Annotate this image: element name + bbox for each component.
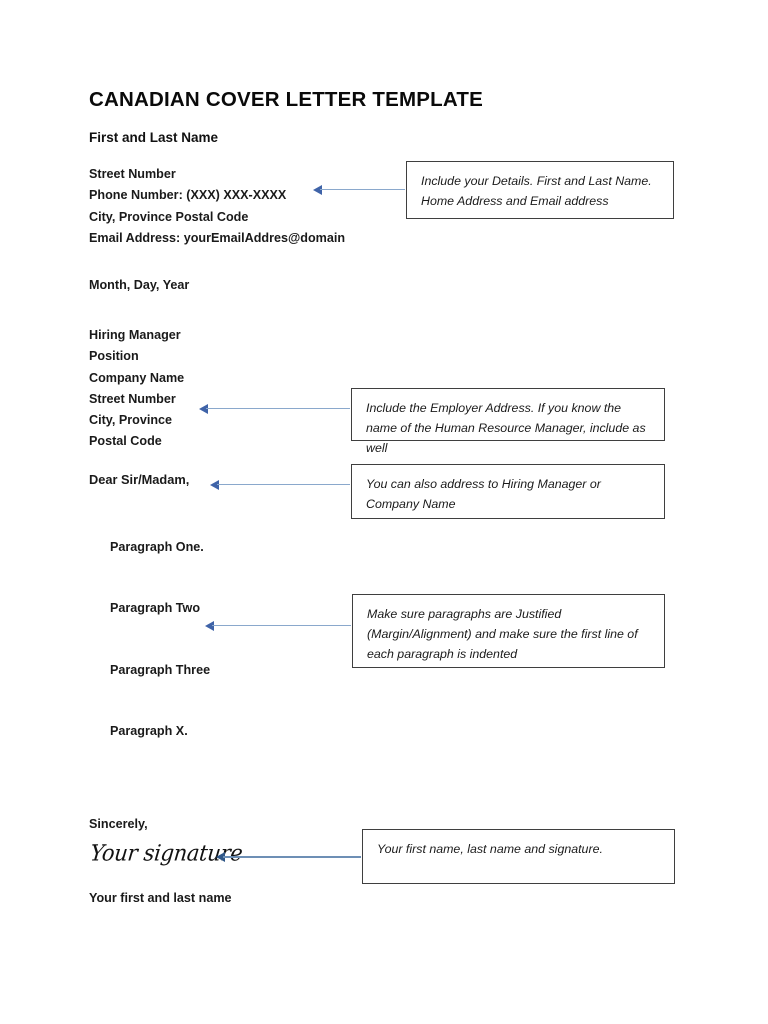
recipient-city-province: City, Province: [89, 413, 173, 428]
sender-address-block: Street Number Phone Number: (XXX) XXX-XX…: [89, 164, 345, 249]
salutation: Dear Sir/Madam,: [89, 472, 189, 487]
arrow-head-paragraphs: [205, 620, 214, 631]
applicant-name-line: First and Last Name: [89, 130, 219, 145]
sender-phone: Phone Number: (XXX) XXX-XXXX: [89, 188, 287, 203]
recipient-company: Company Name: [89, 370, 185, 385]
letter-date: Month, Day, Year: [89, 275, 189, 296]
body-paragraph-one: Paragraph One.: [110, 540, 204, 554]
signer-name-line: Your first and last name: [89, 891, 232, 905]
arrow-left-icon-salutation: [210, 479, 350, 490]
callout-box-paragraphs: Make sure paragraphs are Justified (Marg…: [352, 594, 665, 668]
sender-email: Email Address: yourEmailAddres@domain: [89, 230, 346, 245]
arrow-left-icon-paragraphs: [205, 620, 351, 631]
recipient-position: Position: [89, 349, 139, 364]
recipient-postal-code: Postal Code: [89, 434, 162, 449]
arrow-head-salutation: [210, 479, 219, 490]
recipient-address-block: Hiring Manager Position Company Name Str…: [89, 325, 184, 453]
callout-box-salutation: You can also address to Hiring Manager o…: [351, 464, 665, 519]
salutation-emphasis: Sir/Madam,: [121, 472, 190, 487]
body-paragraph-three: Paragraph Three: [110, 663, 211, 677]
arrow-shaft-salutation: [217, 484, 350, 486]
signature-script: Your signature: [89, 840, 244, 866]
arrow-shaft-paragraphs: [212, 625, 351, 627]
recipient-street: Street Number: [89, 391, 176, 406]
date-line: Month, Day, Year: [89, 278, 190, 292]
callout-box-employer: Include the Employer Address. If you kno…: [351, 388, 665, 455]
callout-box-details: Include your Details. First and Last Nam…: [406, 161, 674, 219]
recipient-hiring-manager: Hiring Manager: [89, 328, 181, 342]
sender-city-province: City, Province Postal Code: [89, 209, 249, 224]
arrow-shaft-employer: [206, 408, 350, 410]
callout-box-signature: Your first name, last name and signature…: [362, 829, 675, 884]
salutation-lead: Dear: [89, 472, 122, 487]
page-title: CANADIAN COVER LETTER TEMPLATE: [89, 88, 483, 111]
sender-street: Street Number: [89, 167, 176, 181]
body-paragraph-two: Paragraph Two: [110, 601, 201, 615]
arrow-shaft-signature: [223, 856, 361, 858]
arrow-head-employer: [199, 403, 208, 414]
body-paragraph-x: Paragraph X.: [110, 724, 188, 738]
closing-line: Sincerely,: [89, 817, 148, 831]
arrow-left-icon-employer: [199, 403, 350, 414]
